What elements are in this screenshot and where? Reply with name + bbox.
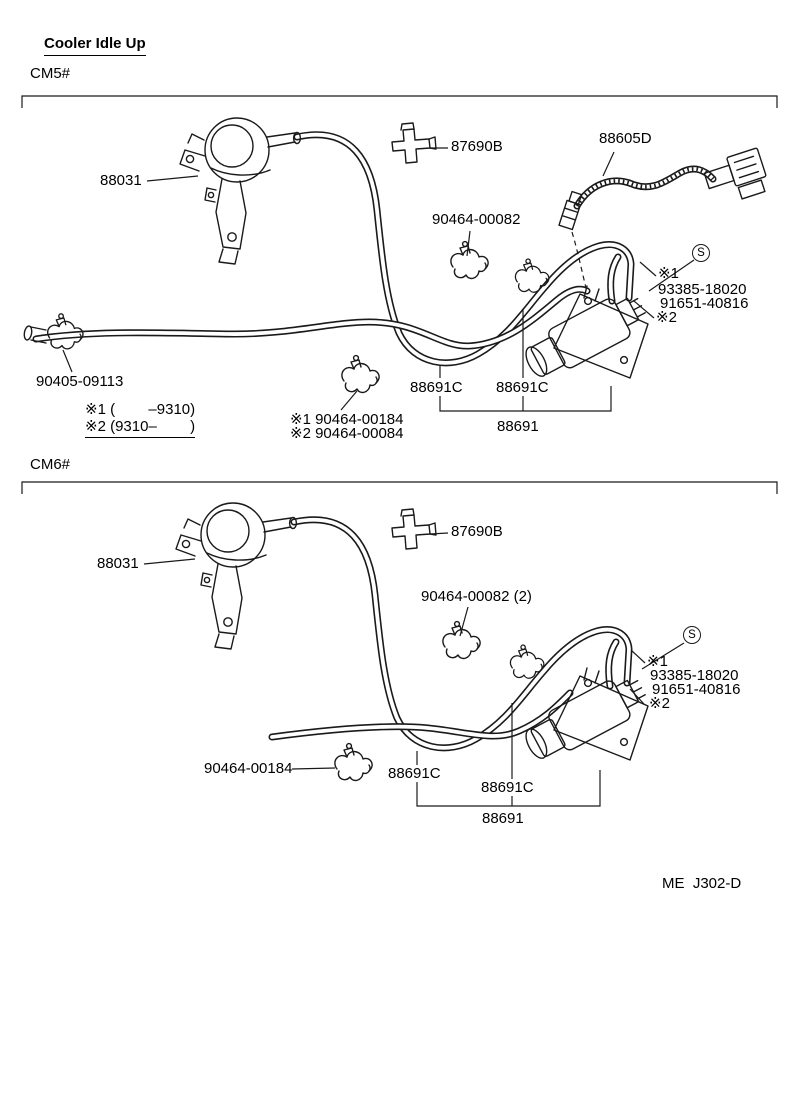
section-brackets [21,95,778,494]
cm5-connector-right [703,147,767,200]
cm6-clamp3-drawing [334,742,373,782]
part-label-88691: 88691 [482,810,524,827]
part-label-88605D: 88605D [599,130,652,147]
cm5-vsv-drawing [518,285,653,386]
cm5-dashed-leader [571,231,588,293]
part-label-93385-18020: 93385-18020 [650,667,739,684]
cm5-tconnector-drawing [391,122,437,164]
note-ref1-part: ※1 90464-00184 [290,411,404,428]
part-label-88691C-right: 88691C [481,779,534,796]
cm6-clamp-drawing [442,620,481,660]
cm5-artwork [23,117,767,412]
part-label-90464-00082-x2: 90464-00082 (2) [421,588,532,605]
section-header-cm6: CM6# [30,456,71,473]
part-label-93385-18020: 93385-18020 [658,281,747,298]
cm5-clip-bolt [23,325,47,344]
ref-mark-2: ※2 [649,695,670,712]
part-label-90464-00082: 90464-00082 [432,211,521,228]
cm6-actuator-drawing [175,502,298,650]
screw-symbol: S [683,626,701,644]
page-title: Cooler Idle Up [44,35,146,56]
part-label-87690B: 87690B [451,138,503,155]
part-label-91651-40816: 91651-40816 [652,681,741,698]
cm5-hose-main [297,135,631,363]
part-label-88031: 88031 [97,555,139,572]
ref-mark-1: ※1 [658,265,679,282]
cm5-clamp3-drawing [341,354,380,394]
ref-mark-1: ※1 [647,653,668,670]
note-ref2-range: ※2 (9310– ) [85,418,196,438]
cm6-leader-lines [143,532,685,807]
part-label-91651-40816: 91651-40816 [660,295,749,312]
cm5-actuator-drawing [179,117,302,265]
note-ref2-part: ※2 90464-00084 [290,425,404,442]
part-label-88691C-left: 88691C [388,765,441,782]
part-label-88691C-left: 88691C [410,379,463,396]
part-label-88031: 88031 [100,172,142,189]
part-label-90405-09113: 90405-09113 [36,373,124,390]
cm6-hose-main [294,520,629,748]
part-label-90464-00184: 90464-00184 [204,760,293,777]
cm5-connector-left [558,190,583,231]
part-label-88691: 88691 [497,418,539,435]
cm6-tconnector-drawing [391,508,437,550]
section-header-cm5: CM5# [30,65,71,82]
screw-symbol: S [692,244,710,262]
cm5-leader-lines [62,147,695,412]
note-ref1-range: ※1 ( –9310) [85,401,196,418]
part-label-88691C-right: 88691C [496,379,549,396]
cm5-clamp-drawing [450,240,489,280]
part-label-87690B: 87690B [451,523,503,540]
cm6-artwork [143,502,685,807]
figure-code: ME J302-D [662,875,742,892]
ref-mark-2: ※2 [656,309,677,326]
